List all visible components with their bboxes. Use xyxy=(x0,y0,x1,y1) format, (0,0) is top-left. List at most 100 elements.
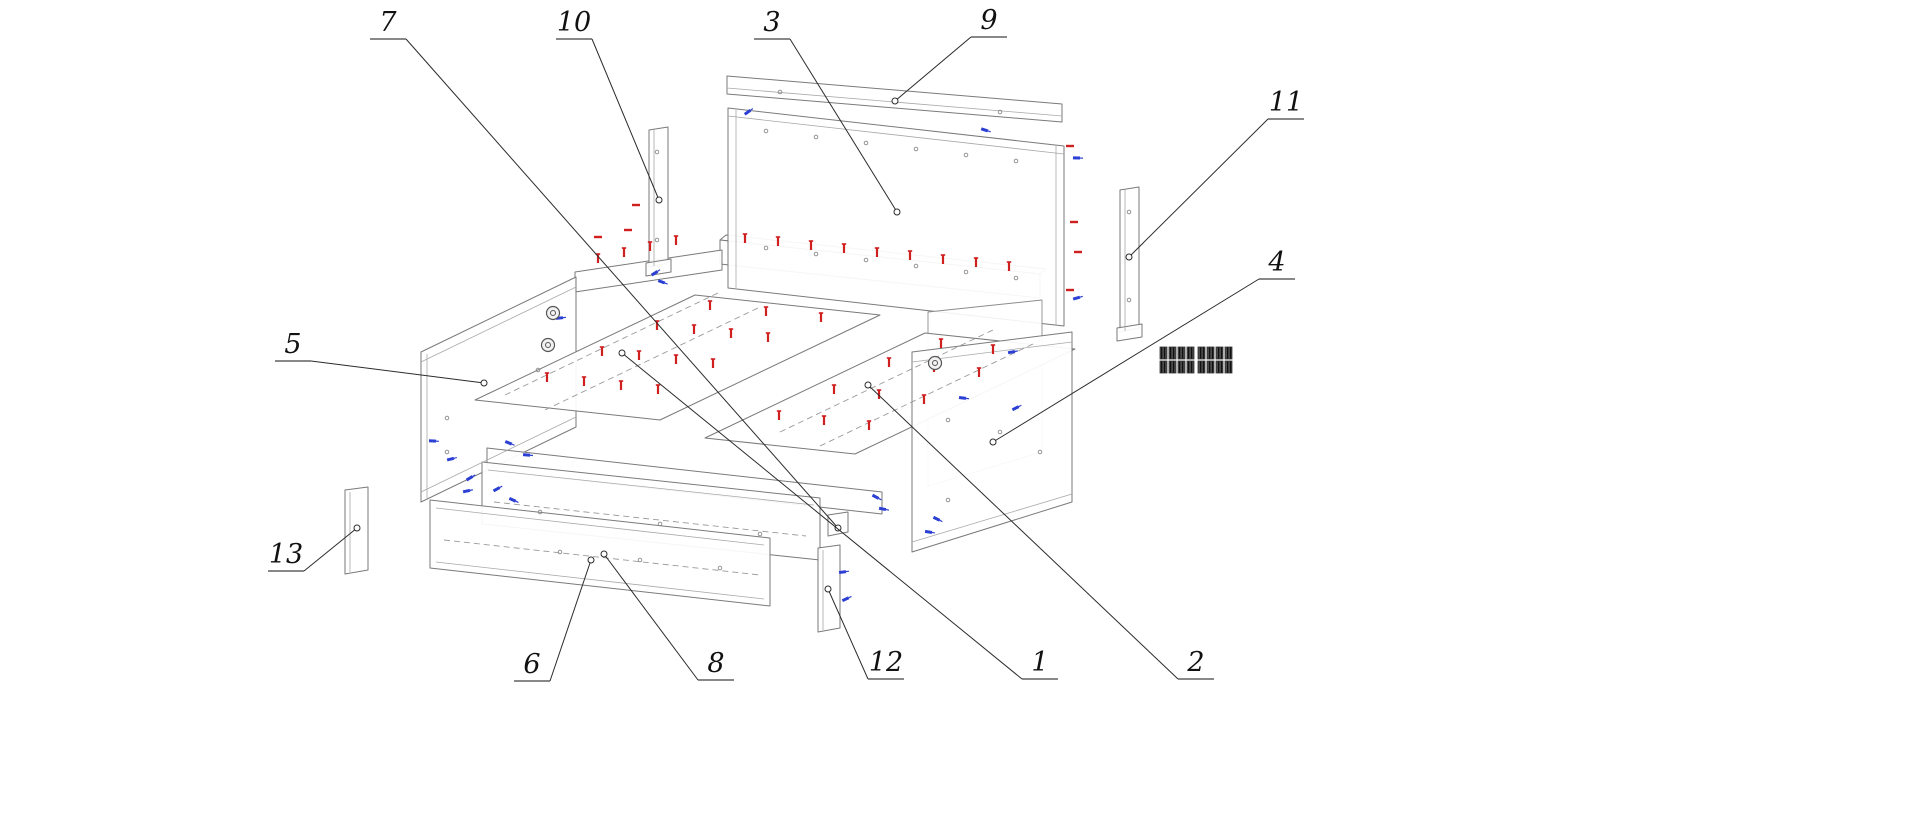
callout-label-6: 6 xyxy=(523,649,540,680)
drill-hole xyxy=(654,237,660,243)
callout-3: 3 xyxy=(754,7,901,216)
screw-icon xyxy=(462,488,473,494)
deck-left-panel xyxy=(474,294,881,421)
callout-target-point xyxy=(655,196,663,204)
front-bottom-panel xyxy=(429,499,771,607)
callout-target-point xyxy=(824,585,832,593)
drill-hole xyxy=(913,146,919,152)
screw-icon xyxy=(878,506,890,512)
drill-hole xyxy=(637,557,643,563)
callout-9: 9 xyxy=(891,5,1007,105)
screw-icon xyxy=(841,595,852,603)
callout-leader-line xyxy=(789,38,898,213)
screws xyxy=(428,108,1084,603)
hardware-pack xyxy=(1224,360,1233,374)
wooden-dowels xyxy=(544,233,1012,430)
screw-icon xyxy=(657,279,668,285)
drill-hole xyxy=(963,152,969,158)
callout-2: 2 xyxy=(864,381,1214,680)
callout-target-point xyxy=(618,349,626,357)
screw-icon xyxy=(980,127,991,133)
drill-hole xyxy=(557,549,563,555)
screw-icon xyxy=(446,456,457,462)
callout-leader-line xyxy=(303,527,358,572)
cam-lock-center xyxy=(545,342,551,348)
drill-hole xyxy=(1126,297,1132,303)
callout-target-point xyxy=(1125,253,1133,261)
callout-leader-line xyxy=(603,553,699,681)
callout-7: 7 xyxy=(370,7,842,532)
hardware-pack xyxy=(1186,360,1195,374)
hardware-pack xyxy=(1168,360,1177,374)
screw-icon xyxy=(428,439,440,443)
screw-icon xyxy=(492,485,503,493)
callout-leader-line xyxy=(621,352,1023,680)
screw-icon xyxy=(932,515,943,523)
hidden-edge xyxy=(443,539,761,576)
screw-icon xyxy=(504,440,515,446)
hardware-pack xyxy=(1177,360,1186,374)
callout-label-13: 13 xyxy=(269,539,303,570)
cam-lock xyxy=(927,355,943,371)
hardware-pack xyxy=(1215,346,1224,360)
callout-12: 12 xyxy=(824,585,904,680)
panels-layer xyxy=(344,75,1143,633)
callout-label-7: 7 xyxy=(379,7,397,38)
drill-hole xyxy=(813,134,819,140)
cam-locks xyxy=(540,305,943,371)
panel-detail-lines xyxy=(349,87,1126,630)
hardware-pack xyxy=(1206,346,1215,360)
cam-lock xyxy=(545,305,561,321)
hardware-pack xyxy=(1197,360,1206,374)
callout-label-11: 11 xyxy=(1269,87,1303,118)
drill-hole xyxy=(1037,449,1043,455)
drill-holes xyxy=(444,89,1132,571)
drill-hole xyxy=(945,417,951,423)
screw-icon xyxy=(1011,404,1022,412)
callout-label-3: 3 xyxy=(763,7,780,38)
drill-hole xyxy=(1013,158,1019,164)
right-post-foot xyxy=(1116,323,1143,342)
callout-label-12: 12 xyxy=(869,647,903,678)
drill-hole xyxy=(863,140,869,146)
hardware-pack xyxy=(1177,346,1186,360)
screw-icon xyxy=(958,396,970,400)
drill-hole xyxy=(777,89,783,95)
hardware-pack xyxy=(1206,360,1215,374)
screw-icon xyxy=(838,570,850,575)
screw-icon xyxy=(871,493,882,501)
callout-10: 10 xyxy=(556,7,663,204)
drill-hole xyxy=(654,149,660,155)
screw-icon xyxy=(924,529,936,534)
center-leg xyxy=(827,511,849,537)
hardware-packs xyxy=(1159,346,1233,374)
drill-hole xyxy=(763,128,769,134)
callout-label-4: 4 xyxy=(1267,247,1285,278)
callout-label-5: 5 xyxy=(284,329,301,360)
dowel-marks xyxy=(594,144,1082,292)
callout-label-1: 1 xyxy=(1031,647,1048,678)
callout-8: 8 xyxy=(600,550,734,681)
callout-leader-line xyxy=(591,38,660,201)
callout-13: 13 xyxy=(268,524,361,572)
drill-hole xyxy=(997,429,1003,435)
headboard-panel xyxy=(727,107,1065,327)
screw-icon xyxy=(1072,295,1083,301)
callout-leader-line xyxy=(310,360,485,384)
callout-11: 11 xyxy=(1125,87,1304,261)
screw-icon xyxy=(522,453,534,457)
drill-hole xyxy=(444,449,450,455)
drill-hole xyxy=(945,497,951,503)
drill-hole xyxy=(813,251,819,257)
hardware-pack xyxy=(1159,346,1168,360)
callout-label-8: 8 xyxy=(707,648,724,679)
callout-target-point xyxy=(600,550,608,558)
screw-icon xyxy=(1007,350,1019,355)
drill-hole xyxy=(763,245,769,251)
callout-label-9: 9 xyxy=(980,5,997,36)
hardware-pack xyxy=(1159,360,1168,374)
callout-target-point xyxy=(480,379,488,387)
